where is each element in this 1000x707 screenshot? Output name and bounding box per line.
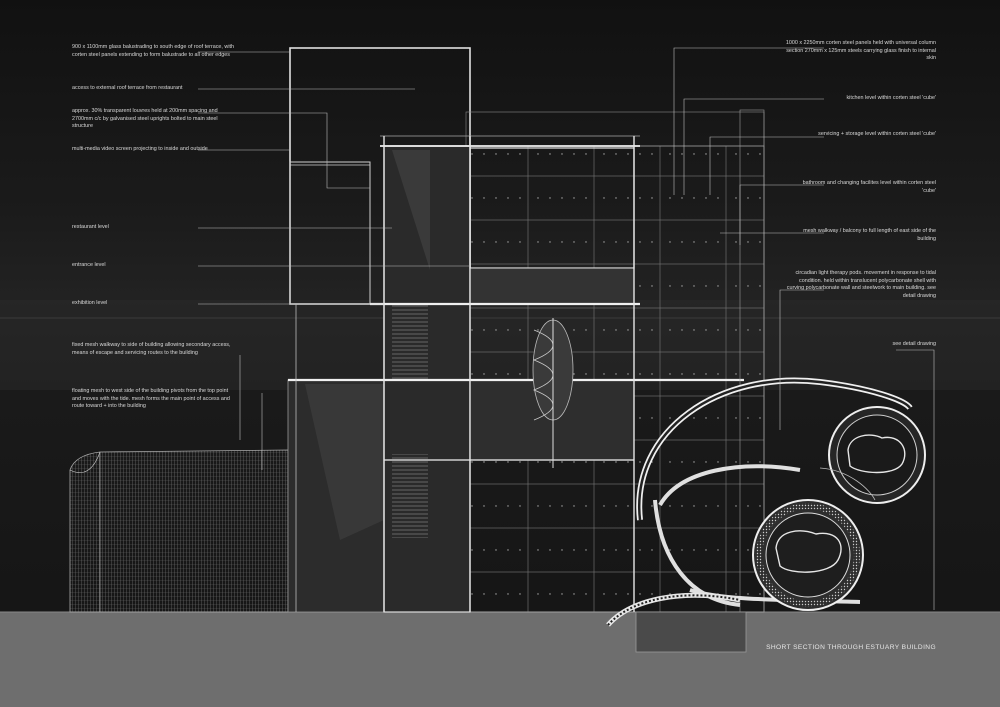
leader-lines-right: [673, 47, 935, 610]
pod-large-occupant: [775, 530, 842, 573]
note-fixed-walkway: fixed mesh walkway to side of building a…: [72, 342, 231, 356]
note-servicing: servicing + storage level within corten …: [818, 131, 936, 137]
note-bathroom: bathroom and changing facilites level wi…: [802, 180, 936, 194]
note-entrance-level: entrance level: [72, 262, 106, 268]
video-screen-frame: [289, 161, 371, 305]
note-louvres: approx. 30% transparent louvres held at …: [72, 108, 218, 130]
leader-lines-left: [198, 51, 470, 470]
pod-base-arc: [606, 592, 741, 627]
spiral-stair: [532, 318, 574, 468]
note-detail: see detail drawing: [892, 341, 936, 347]
pod-foundation: [635, 611, 747, 653]
pod-shell-inner: [658, 464, 801, 507]
note-kitchen: kitchen level within corten steel 'cube': [846, 95, 936, 101]
pod-small-occupant: [847, 434, 906, 474]
light-therapy-pods: [606, 377, 926, 653]
servicing-cube: [469, 267, 635, 305]
ground-plane: [0, 612, 1000, 707]
note-mesh-balcony: mesh walkway / balcony to full length of…: [803, 228, 936, 242]
floating-mesh-block: [69, 449, 289, 613]
note-balustrade: 900 x 1100mm glass balustrading to south…: [72, 44, 235, 58]
note-floating-mesh: floating mesh to west side of the buildi…: [72, 388, 230, 410]
east-mesh-balcony: [739, 109, 765, 613]
upper-panel-band: [465, 111, 765, 147]
diagonal-stair-shadow: [305, 384, 384, 540]
note-corten-panels: 1000 x 2250mm corten steel panels held w…: [785, 40, 936, 62]
note-roof-access: access to external roof terrace from res…: [72, 85, 183, 91]
note-exhibition-level: exhibition level: [72, 300, 108, 306]
note-pods: circadian light therapy pods. movement i…: [786, 270, 936, 299]
stair-flight-lower: [392, 454, 428, 538]
note-restaurant-level: restaurant level: [72, 224, 109, 230]
drawing-title: SHORT SECTION THROUGH ESTUARY BUILDING: [766, 644, 936, 651]
stair-flight-upper: [392, 305, 428, 381]
note-video-screen: multi-media video screen projecting to i…: [72, 146, 208, 152]
